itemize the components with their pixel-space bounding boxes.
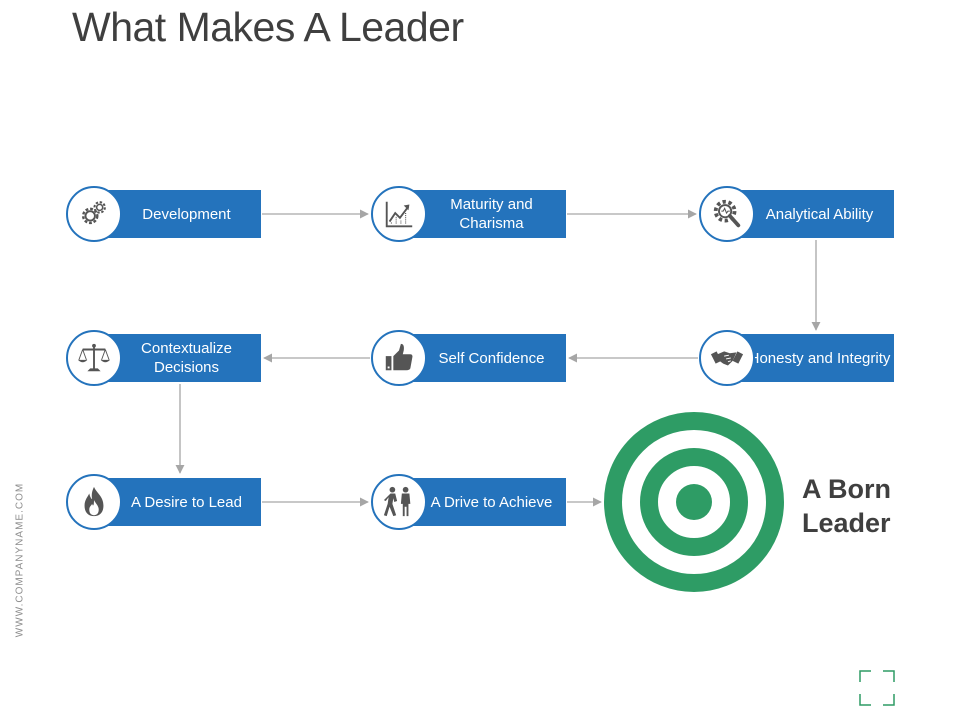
result-text: A Born Leader	[802, 472, 891, 540]
node-label: Analytical Ability	[765, 205, 874, 223]
node-drive-to-achieve: A Drive to Achieve	[371, 474, 566, 530]
node-label: A Desire to Lead	[131, 493, 242, 511]
node-contextualize-decisions: Contextualize Decisions	[66, 330, 261, 386]
node-desire-to-lead: A Desire to Lead	[66, 474, 261, 530]
result-line-1: A Born	[802, 474, 891, 504]
result-line-2: Leader	[802, 508, 891, 538]
walking-people-icon	[371, 474, 427, 530]
node-label: Self Confidence	[438, 349, 545, 367]
corner-brackets-icon	[859, 670, 895, 706]
handshake-icon	[699, 330, 755, 386]
node-label: Maturity and Charisma	[450, 196, 533, 232]
target-icon	[604, 412, 784, 592]
gears-icon	[66, 186, 122, 242]
node-label: Contextualize Decisions	[141, 340, 232, 376]
node-label: Development	[142, 205, 231, 223]
node-honesty-integrity: Honesty and Integrity	[699, 330, 894, 386]
node-self-confidence: Self Confidence	[371, 330, 566, 386]
node-label: A Drive to Achieve	[430, 493, 553, 511]
page-title: What Makes A Leader	[72, 4, 464, 50]
balance-scale-icon	[66, 330, 122, 386]
gear-magnifier-icon	[699, 186, 755, 242]
thumbs-up-icon	[371, 330, 427, 386]
flame-icon	[66, 474, 122, 530]
node-development: Development	[66, 186, 261, 242]
node-maturity-charisma: Maturity and Charisma	[371, 186, 566, 242]
node-label: Honesty and Integrity	[748, 349, 891, 367]
growth-chart-icon	[371, 186, 427, 242]
node-analytical-ability: Analytical Ability	[699, 186, 894, 242]
